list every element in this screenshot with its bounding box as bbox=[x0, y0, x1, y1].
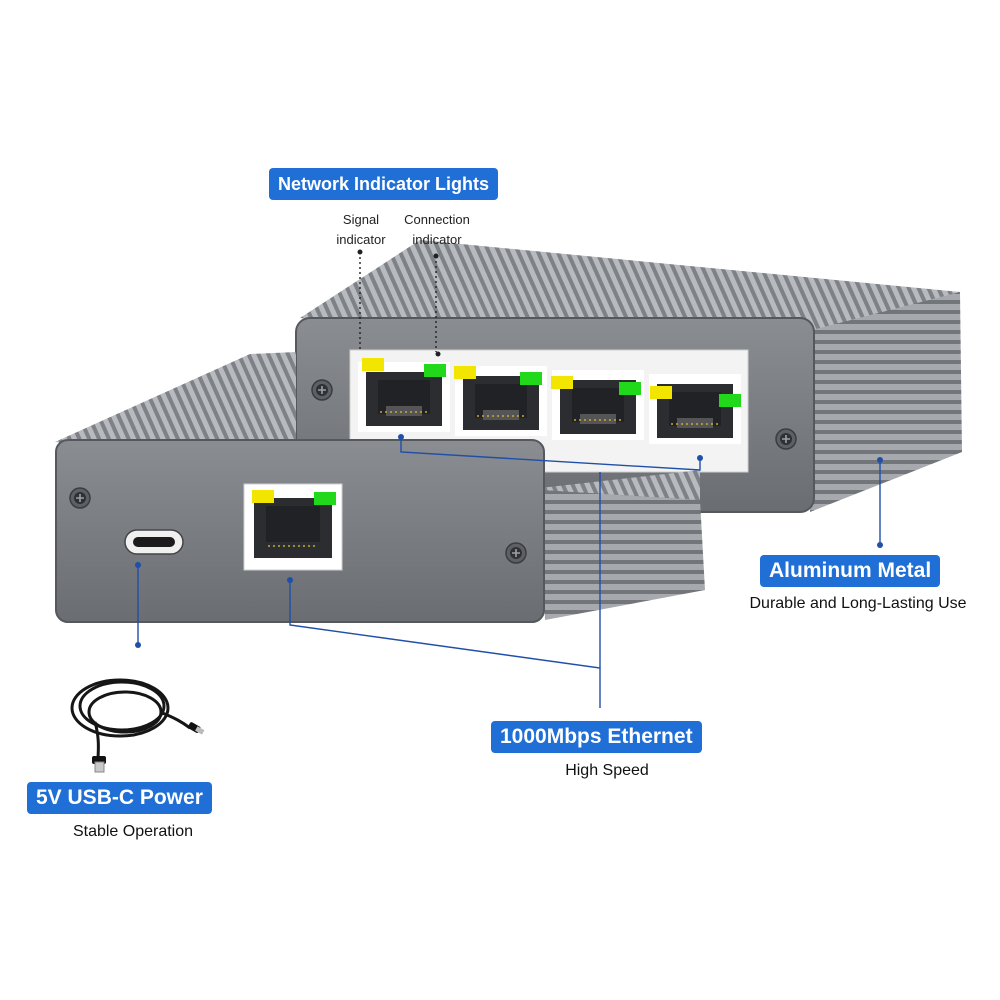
usb-c-port-icon bbox=[124, 529, 184, 555]
connection-indicator-label: Connection indicator bbox=[394, 210, 480, 250]
indicator-lights-badge: Network Indicator Lights bbox=[269, 168, 499, 200]
usb-power-caption: Stable Operation bbox=[72, 823, 194, 840]
connection-indicator-line1: Connection bbox=[404, 212, 470, 227]
indicator-leds bbox=[362, 358, 741, 407]
unit-side-fins bbox=[540, 490, 705, 620]
callout-dots bbox=[135, 249, 883, 648]
usb-power-badge: 5V USB-C Power bbox=[27, 782, 212, 814]
signal-indicator-label: Signal indicator bbox=[326, 210, 396, 250]
usb-cable-icon bbox=[70, 678, 191, 761]
ethernet-badge: 1000Mbps Ethernet bbox=[491, 721, 702, 753]
callout-lines bbox=[137, 252, 881, 708]
ethernet-caption: High Speed bbox=[565, 762, 649, 779]
aluminum-metal-caption: Durable and Long-Lasting Use bbox=[749, 595, 967, 612]
connection-indicator-line2: indicator bbox=[412, 232, 462, 247]
unit-top-fins bbox=[55, 352, 700, 500]
switch-side-fins bbox=[810, 292, 962, 512]
signal-indicator-line2: indicator bbox=[336, 232, 386, 247]
signal-indicator-line1: Signal bbox=[342, 212, 380, 227]
rj45-port-icon bbox=[243, 483, 343, 571]
aluminum-metal-badge: Aluminum Metal bbox=[760, 555, 941, 587]
rj45-port-icon bbox=[648, 373, 742, 445]
